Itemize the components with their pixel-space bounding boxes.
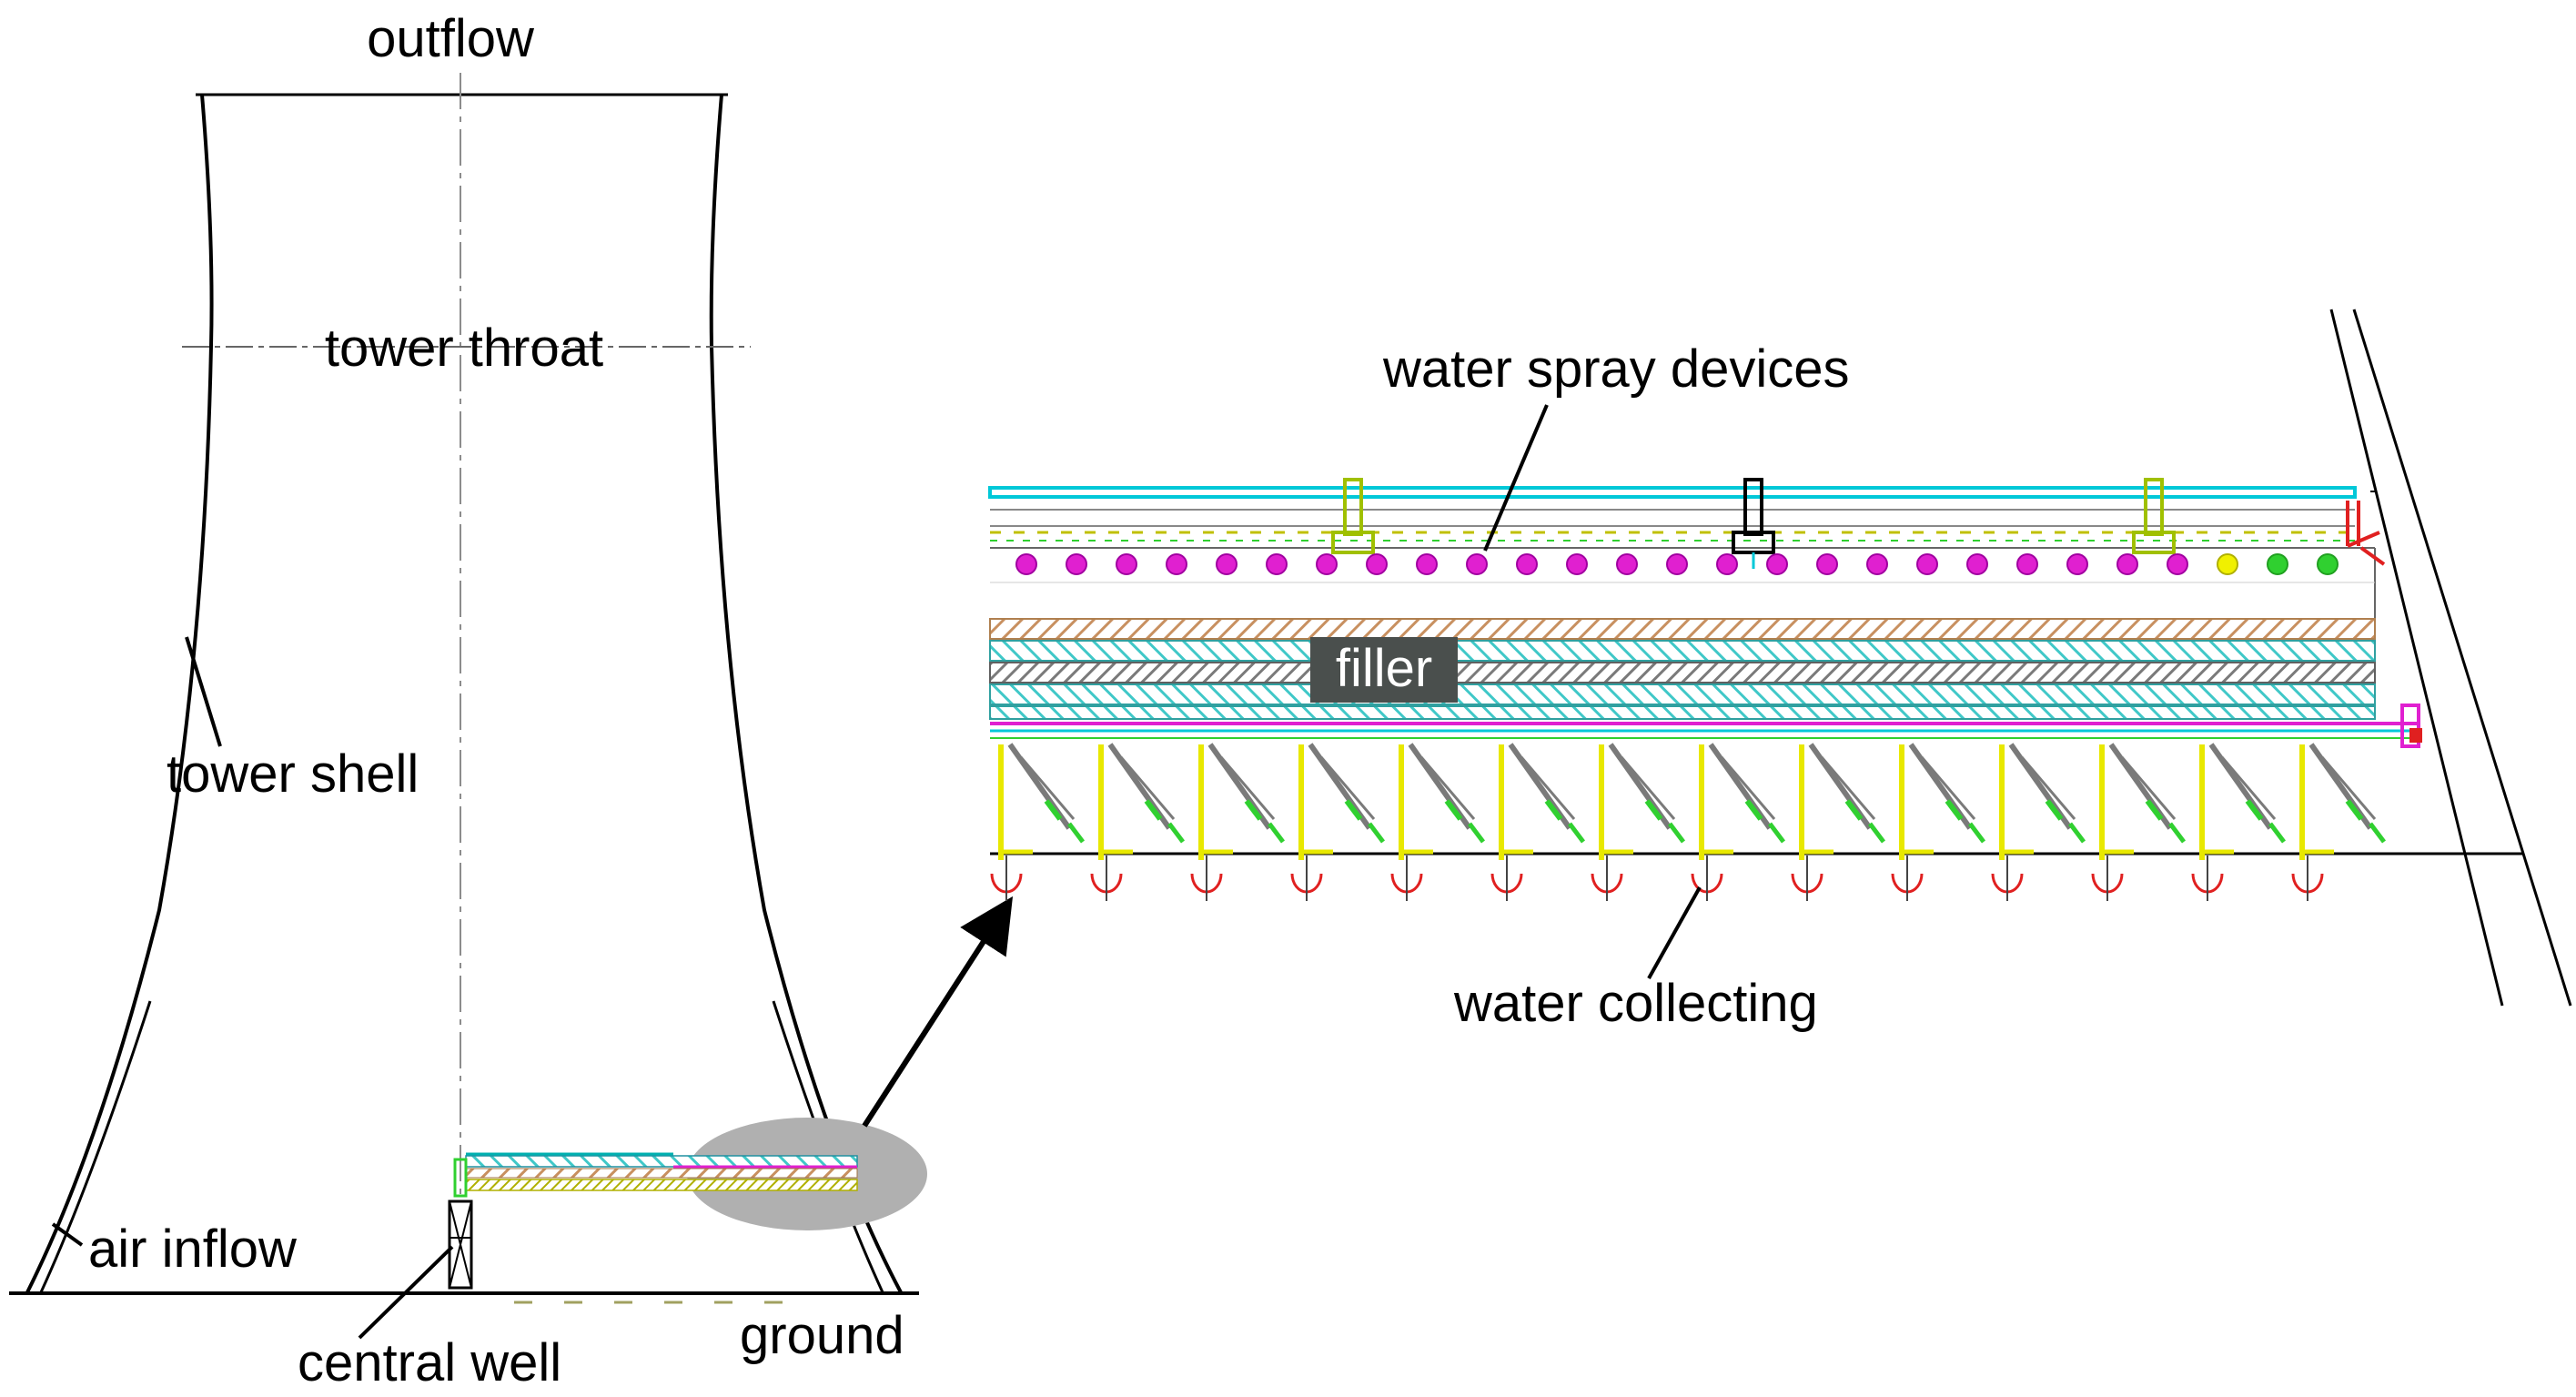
arrow-up-right-icon (862, 896, 1014, 1128)
spray-devices-leader (1483, 404, 1549, 552)
collector-unit (1591, 743, 1685, 901)
collector-unit (1490, 743, 1585, 901)
cooling-tower: outflow tower throat tower shell air inf… (9, 9, 1014, 1392)
filler-label-bg (1310, 637, 1458, 703)
outflow-label: outflow (367, 9, 535, 68)
collector-unit (1991, 743, 2086, 901)
collector-unit (2291, 743, 2386, 901)
detail-wall-outer (2352, 309, 2572, 1007)
tower-shell-leader (185, 636, 222, 747)
central-well-leader (358, 1245, 454, 1340)
collector-unit (1791, 743, 1885, 901)
collector-units (990, 743, 2386, 901)
collector-unit (1691, 743, 1785, 901)
ground-label: ground (740, 1306, 904, 1365)
collector-unit (1090, 743, 1185, 901)
tower-shell-left (25, 94, 214, 1293)
filler-block: filler (989, 618, 2422, 748)
spray-nozzles (1015, 553, 2188, 575)
tower-shell-label: tower shell (167, 744, 419, 804)
zoom-detail: filler (988, 309, 2572, 1033)
tower-shell-left-inner (39, 1000, 152, 1293)
collector-unit (2191, 743, 2286, 901)
collector-unit (2091, 743, 2186, 901)
air-inflow-leader (51, 1222, 84, 1247)
water-collecting-layer (990, 743, 2457, 901)
air-inflow-label: air inflow (88, 1220, 298, 1279)
detail-wall-inner (2329, 309, 2504, 1007)
water-collecting-label: water collecting (1453, 974, 1818, 1033)
water-spray-devices-label: water spray devices (1382, 339, 1850, 399)
collector-unit (990, 743, 1085, 901)
collector-unit (1290, 743, 1385, 901)
water-spray-layer (988, 478, 2386, 701)
water-collecting-leader (1647, 886, 1702, 979)
collector-unit (1891, 743, 1985, 901)
collector-unit (1390, 743, 1485, 901)
central-well-label: central well (298, 1333, 561, 1392)
tower-throat-label: tower throat (325, 319, 603, 378)
collector-unit (1190, 743, 1285, 901)
filler-label: filler (1336, 639, 1432, 698)
mini-fill-section (448, 1152, 858, 1290)
